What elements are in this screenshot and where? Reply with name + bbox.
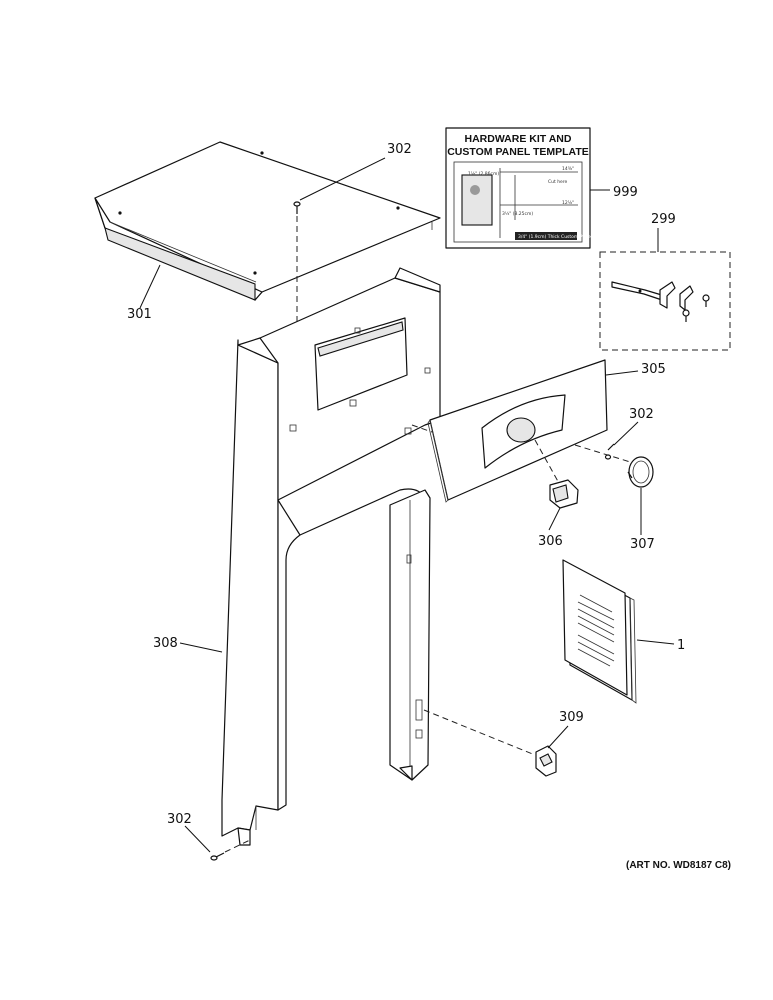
callout-301: 301 — [127, 307, 152, 322]
art-number: (ART NO. WD8187 C8) — [626, 860, 731, 871]
callout-306: 306 — [538, 534, 563, 549]
callout-999: 999 — [613, 185, 638, 200]
part-1-manual — [562, 559, 637, 704]
callout-1: 1 — [677, 638, 685, 653]
kit-footer: 3/4" (1.9cm) Thick Custom Panel — [518, 234, 592, 240]
part-308-frame — [221, 267, 441, 846]
callout-302-top: 302 — [387, 142, 412, 157]
part-309-bracket — [423, 709, 557, 777]
part-999-hardware-kit: HARDWARE KIT AND CUSTOM PANEL TEMPLATE 1… — [445, 127, 592, 249]
callout-305: 305 — [641, 362, 666, 377]
leader-lines — [139, 157, 675, 853]
callout-labels: 302 301 999 299 305 302 306 307 308 1 30… — [127, 142, 685, 827]
kit-title-line1: HARDWARE KIT AND — [465, 133, 572, 145]
callout-302-middle: 302 — [629, 407, 654, 422]
part-301-top-cover — [94, 141, 441, 301]
kit-dim3: 3¼" (8.25cm) — [502, 211, 533, 217]
part-299-bracket-set — [599, 251, 731, 351]
kit-title-line2: CUSTOM PANEL TEMPLATE — [447, 146, 589, 158]
kit-dim2: 14⅜" — [562, 166, 574, 172]
callout-308: 308 — [153, 636, 178, 651]
callout-299: 299 — [651, 212, 676, 227]
kit-dim1: 1⅛" (2.86cm) — [468, 171, 499, 177]
screw-302-top — [293, 201, 301, 345]
callout-302-bottom: 302 — [167, 812, 192, 827]
kit-dim4: 12⅛" — [562, 200, 574, 206]
kit-cut-label: Cut here — [548, 179, 568, 185]
callout-307: 307 — [630, 537, 655, 552]
part-307-ring — [627, 456, 654, 488]
screw-302-middle — [604, 443, 615, 460]
screw-302-bottom — [210, 839, 251, 861]
part-306-switch — [549, 479, 579, 509]
part-305-dispenser-panel — [411, 359, 641, 503]
callout-309: 309 — [559, 710, 584, 725]
